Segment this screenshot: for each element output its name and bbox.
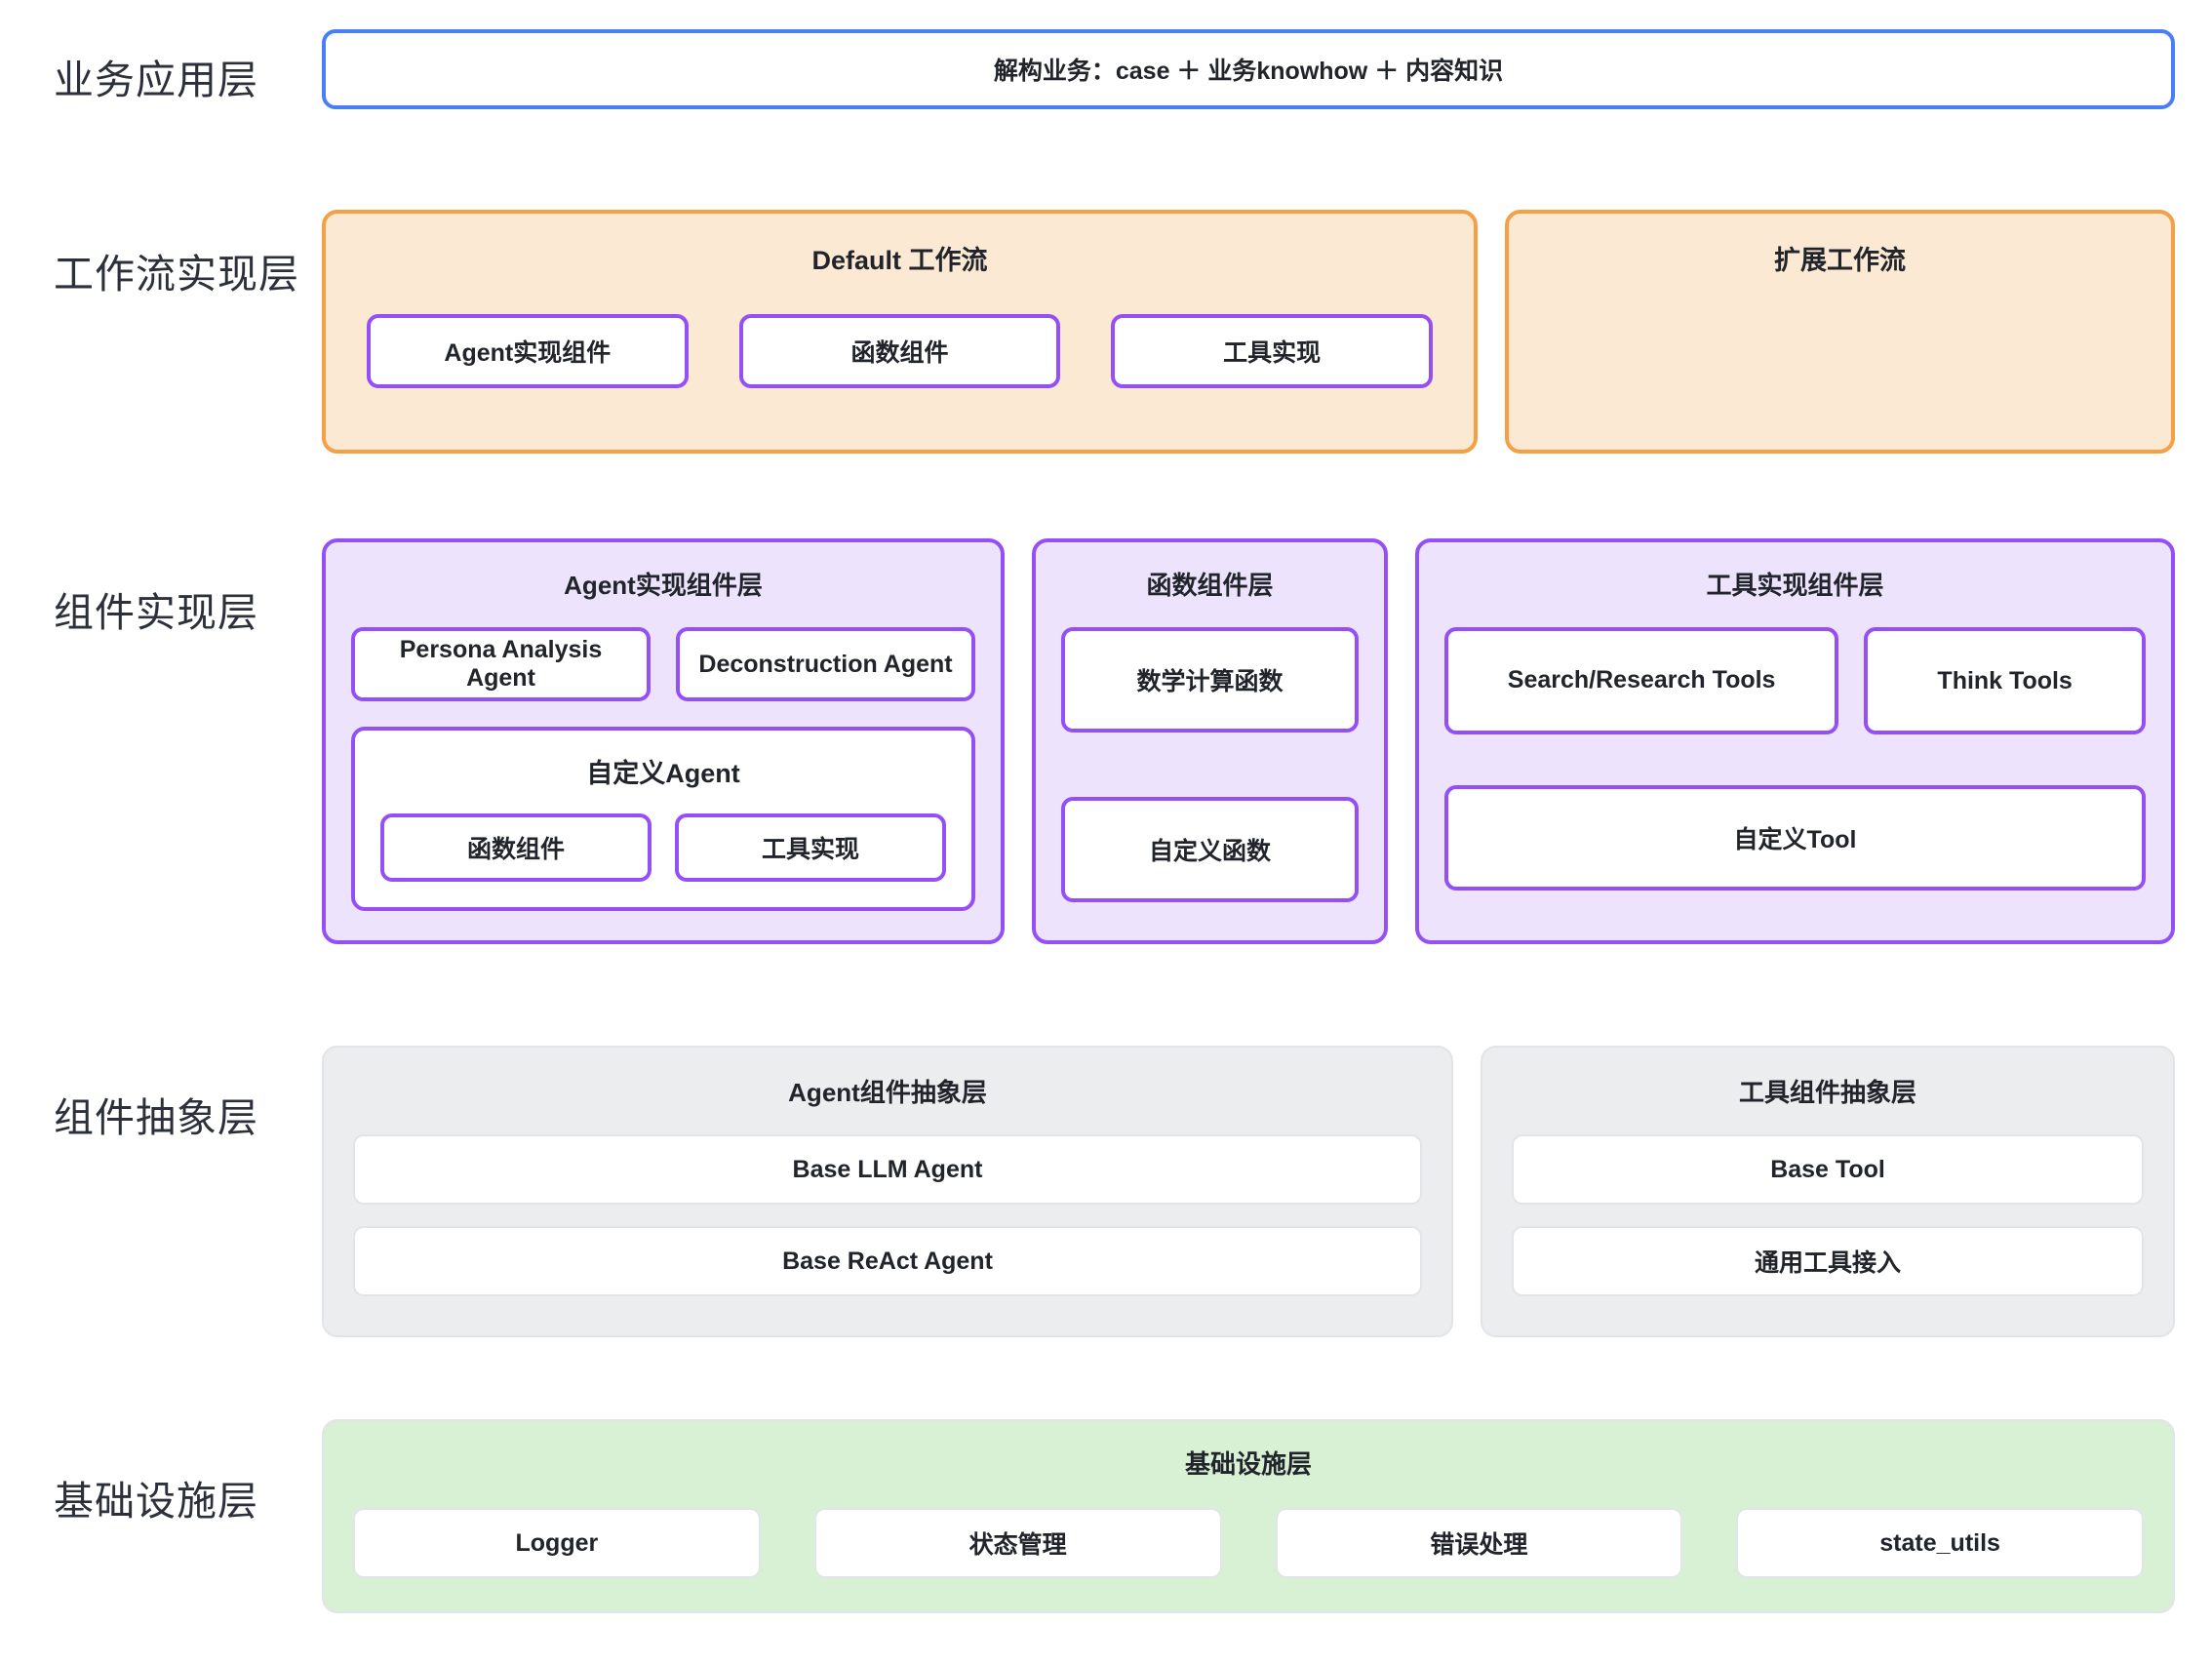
infra-state-utils[interactable]: state_utils [1736,1508,2144,1578]
agent-deconstruction[interactable]: Deconstruction Agent [676,627,975,701]
row-body-component-abstract: Agent组件抽象层 Base LLM Agent Base ReAct Age… [322,1046,2212,1337]
layer-row-business: 业务应用层 解构业务：case ＋ 业务knowhow ＋ 内容知识 [0,29,2212,109]
layer-row-infrastructure: 基础设施层 基础设施层 Logger 状态管理 错误处理 state_utils [0,1419,2212,1613]
row-body-workflow: Default 工作流 Agent实现组件 函数组件 工具实现 扩展工作流 [322,210,2212,454]
custom-agent-chip-function-component[interactable]: 函数组件 [380,813,652,882]
agent-persona-analysis[interactable]: Persona Analysis Agent [351,627,651,701]
layer-row-component-impl: 组件实现层 Agent实现组件层 Persona Analysis Agent … [0,538,2212,944]
custom-agent-chip-tool-implementation[interactable]: 工具实现 [675,813,946,882]
infra-error-handling[interactable]: 错误处理 [1275,1508,1683,1578]
tool-implementation-card: 工具实现组件层 Search/Research Tools Think Tool… [1415,538,2175,944]
layer-row-component-abstract: 组件抽象层 Agent组件抽象层 Base LLM Agent Base ReA… [0,1046,2212,1337]
row-label-component-abstract: 组件抽象层 [54,1095,258,1140]
default-workflow-title: Default 工作流 [811,246,988,275]
function-component-title: 函数组件层 [1146,571,1274,600]
layer-row-workflow: 工作流实现层 Default 工作流 Agent实现组件 函数组件 工具实现 扩… [0,210,2212,454]
abstract-base-llm-agent[interactable]: Base LLM Agent [353,1134,1422,1205]
row-label-component-impl: 组件实现层 [54,590,258,635]
custom-agent-chips: 函数组件 工具实现 [380,813,946,882]
workflow-chip-agent-component[interactable]: Agent实现组件 [367,314,689,388]
abstract-base-react-agent[interactable]: Base ReAct Agent [353,1226,1422,1296]
row-label-workflow: 工作流实现层 [54,252,299,297]
default-workflow-card: Default 工作流 Agent实现组件 函数组件 工具实现 [322,210,1478,454]
workflow-chip-tool-implementation[interactable]: 工具实现 [1111,314,1434,388]
abstract-base-tool[interactable]: Base Tool [1512,1134,2144,1205]
business-banner: 解构业务：case ＋ 业务knowhow ＋ 内容知识 [322,29,2175,109]
tool-think[interactable]: Think Tools [1864,627,2146,734]
row-label-infrastructure: 基础设施层 [54,1479,258,1524]
function-custom[interactable]: 自定义函数 [1061,797,1359,902]
row-label-business: 业务应用层 [54,58,258,102]
custom-agent-title: 自定义Agent [586,759,740,788]
infra-state-management[interactable]: 状态管理 [813,1508,1222,1578]
agent-abstract-title: Agent组件抽象层 [788,1078,987,1107]
custom-agent-card: 自定义Agent 函数组件 工具实现 [351,727,975,911]
default-workflow-chips: Agent实现组件 函数组件 工具实现 [353,314,1446,388]
infrastructure-chips: Logger 状态管理 错误处理 state_utils [353,1508,2144,1578]
tool-implementation-top-items: Search/Research Tools Think Tools [1444,627,2146,734]
abstract-general-tool-access[interactable]: 通用工具接入 [1512,1226,2144,1296]
row-body-business: 解构业务：case ＋ 业务knowhow ＋ 内容知识 [322,29,2212,109]
row-body-component-impl: Agent实现组件层 Persona Analysis Agent Decons… [322,538,2212,944]
function-component-card: 函数组件层 数学计算函数 自定义函数 [1032,538,1388,944]
infrastructure-card: 基础设施层 Logger 状态管理 错误处理 state_utils [322,1419,2175,1613]
agent-implementation-title: Agent实现组件层 [564,571,763,600]
agent-abstract-card: Agent组件抽象层 Base LLM Agent Base ReAct Age… [322,1046,1453,1337]
infra-logger[interactable]: Logger [353,1508,761,1578]
agent-implementation-items: Persona Analysis Agent Deconstruction Ag… [351,627,975,701]
tool-abstract-title: 工具组件抽象层 [1738,1078,1916,1107]
tool-abstract-card: 工具组件抽象层 Base Tool 通用工具接入 [1481,1046,2175,1337]
infrastructure-title: 基础设施层 [1184,1449,1312,1479]
tool-search-research[interactable]: Search/Research Tools [1444,627,1839,734]
function-math-calculation[interactable]: 数学计算函数 [1061,627,1359,733]
extended-workflow-title: 扩展工作流 [1774,246,1906,275]
workflow-chip-function-component[interactable]: 函数组件 [738,314,1061,388]
row-body-infrastructure: 基础设施层 Logger 状态管理 错误处理 state_utils [322,1419,2212,1613]
tool-custom[interactable]: 自定义Tool [1444,785,2146,891]
agent-implementation-card: Agent实现组件层 Persona Analysis Agent Decons… [322,538,1005,944]
extended-workflow-card: 扩展工作流 [1505,210,2175,454]
tool-implementation-title: 工具实现组件层 [1706,571,1884,600]
